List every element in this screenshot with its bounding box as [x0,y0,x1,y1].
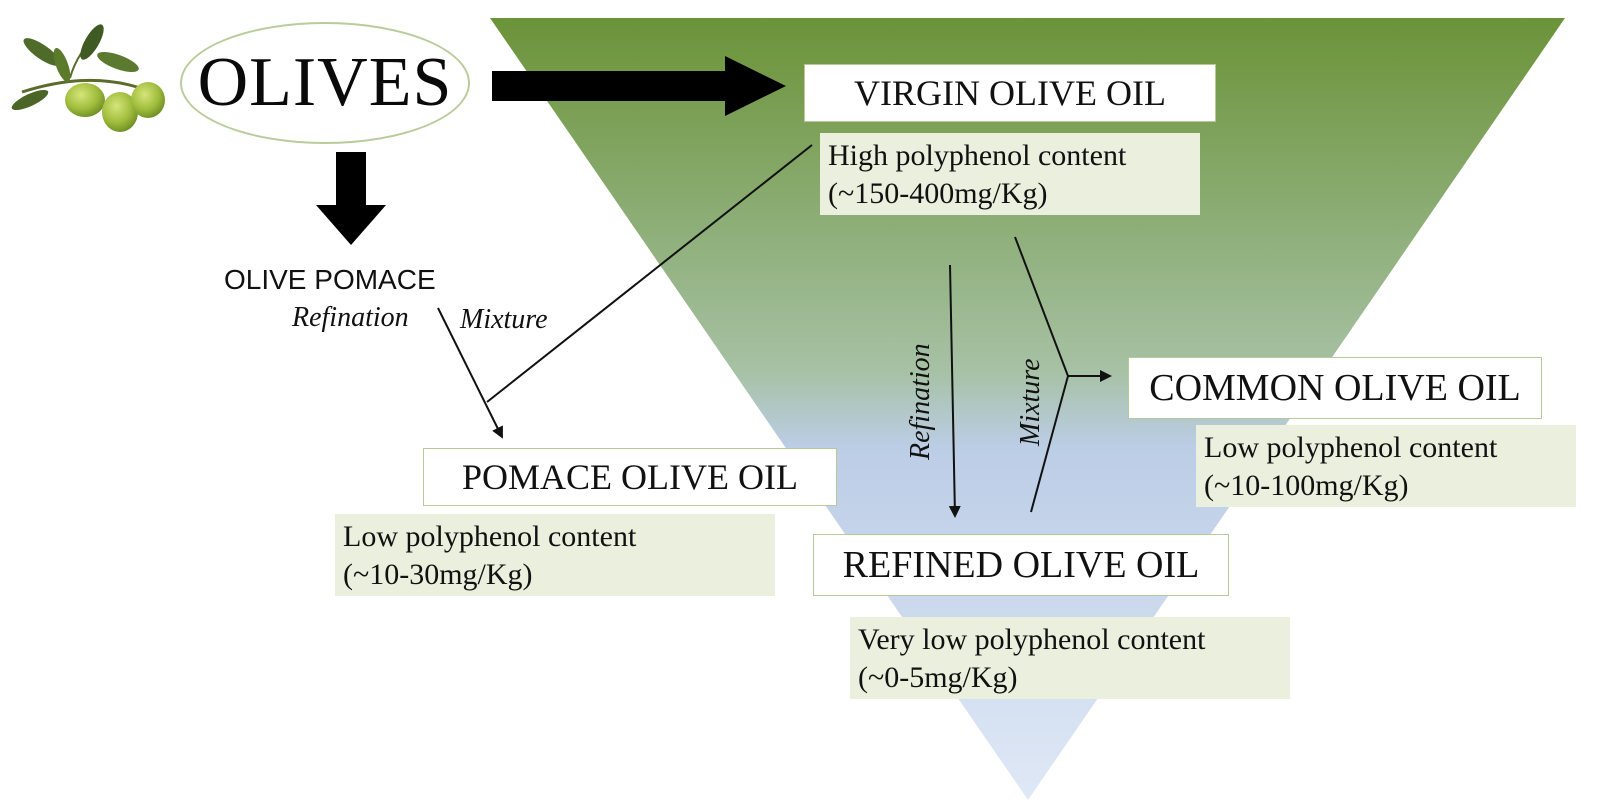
common-range-text: (~10-100mg/Kg) [1204,469,1409,502]
pomace-olive-oil-box: POMACE OLIVE OIL [423,448,837,506]
refined-polyphenol-info: Very low polyphenol content (~0-5mg/Kg) [850,617,1290,699]
pomace-olive-oil-label: POMACE OLIVE OIL [462,457,798,497]
pomace-content-text: Low polyphenol content [343,520,637,553]
common-olive-oil-label: COMMON OLIVE OIL [1149,367,1521,409]
pomace-to-pomace-oil-arrow [437,307,503,439]
olive-pomace-label: OLIVE POMACE [224,264,436,295]
refination-process-label: Refination [905,343,936,460]
refined-range-text: (~0-5mg/Kg) [858,661,1018,694]
refined-olive-oil-box: REFINED OLIVE OIL [813,534,1229,596]
pomace-range-text: (~10-30mg/Kg) [343,558,533,591]
pomace-polyphenol-info: Low polyphenol content (~10-30mg/Kg) [335,514,775,596]
common-polyphenol-info: Low polyphenol content (~10-100mg/Kg) [1196,425,1576,507]
virgin-content-text: High polyphenol content [828,139,1127,172]
virgin-polyphenol-info: High polyphenol content (~150-400mg/Kg) [820,133,1200,215]
virgin-olive-oil-label: VIRGIN OLIVE OIL [854,73,1166,113]
common-content-text: Low polyphenol content [1204,431,1498,464]
olives-node: OLIVES [180,22,470,144]
pomace-refination-label: Refination [292,302,409,333]
virgin-olive-oil-box: VIRGIN OLIVE OIL [804,64,1216,122]
quality-triangle [490,18,1565,800]
olives-label: OLIVES [197,44,453,121]
mixture-process-label: Mixture [1015,358,1046,446]
refined-olive-oil-label: REFINED OLIVE OIL [842,544,1200,586]
olive-branch-icon [11,24,165,132]
virgin-range-text: (~150-400mg/Kg) [828,177,1048,210]
refined-content-text: Very low polyphenol content [858,623,1206,656]
olives-to-pomace-arrow [316,152,386,245]
virgin-to-refined-arrow [948,264,961,518]
olives-to-virgin-arrow [492,56,786,116]
common-olive-oil-box: COMMON OLIVE OIL [1128,357,1542,419]
pomace-mixture-label: Mixture [460,304,548,335]
virgin-to-pomace-mixture-line [486,144,813,403]
